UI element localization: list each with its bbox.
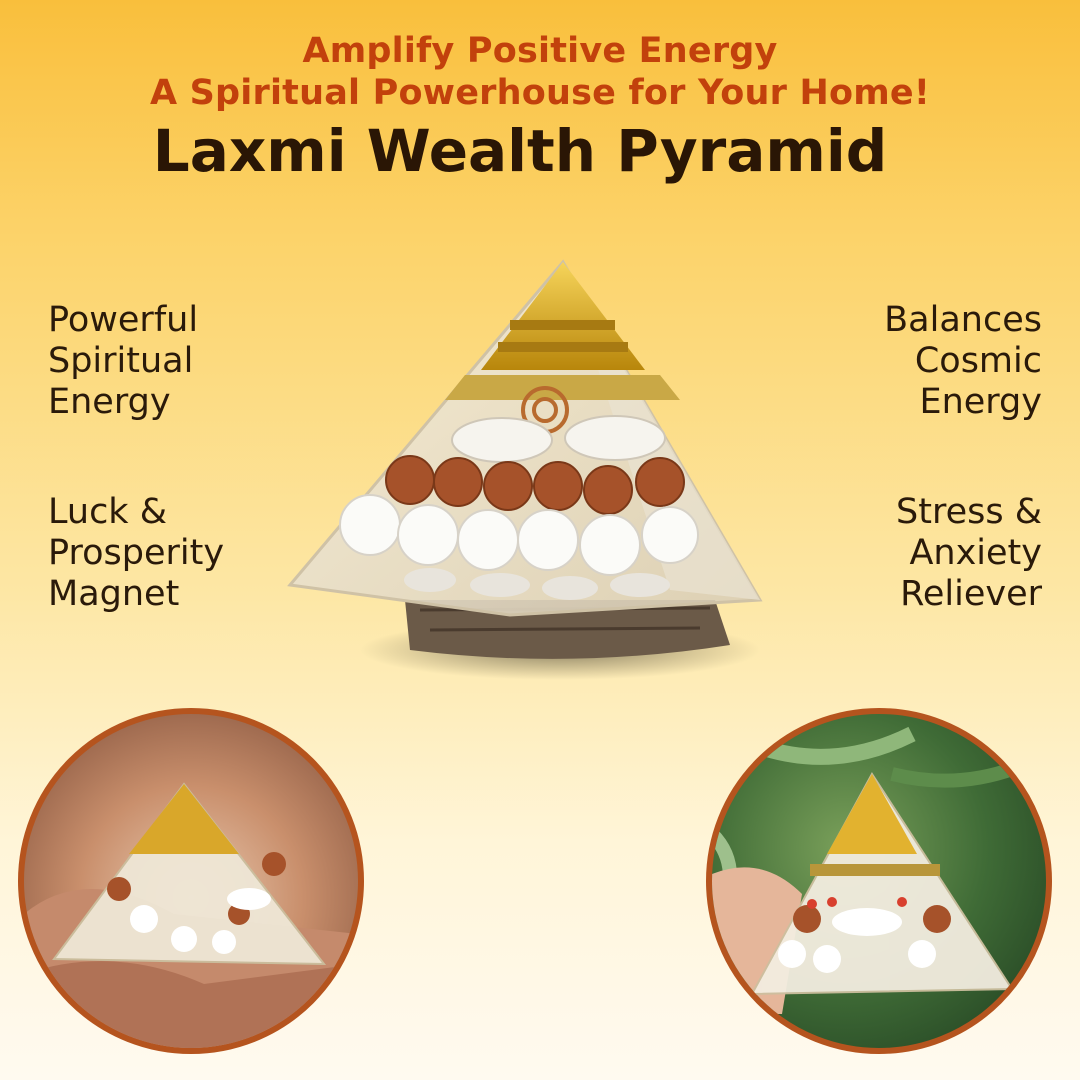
pyramid-held-outdoors-photo — [706, 708, 1052, 1054]
product-title: Laxmi Wealth Pyramid — [152, 117, 888, 185]
pyramid-in-hands-photo — [18, 708, 364, 1054]
benefit-cosmic-energy: Balances Cosmic Energy — [884, 300, 1042, 422]
tagline-2: A Spiritual Powerhouse for Your Home! — [149, 73, 931, 113]
benefit-luck-prosperity: Luck & Prosperity Magnet — [48, 492, 225, 614]
benefit-spiritual-energy: Powerful Spiritual Energy — [48, 300, 199, 422]
tagline-1: Amplify Positive Energy — [302, 31, 778, 71]
headline: Amplify Positive Energy A Spiritual Powe… — [0, 30, 1080, 186]
pyramid-product-image — [270, 250, 780, 690]
benefit-stress-relief: Stress & Anxiety Reliever — [896, 492, 1042, 614]
